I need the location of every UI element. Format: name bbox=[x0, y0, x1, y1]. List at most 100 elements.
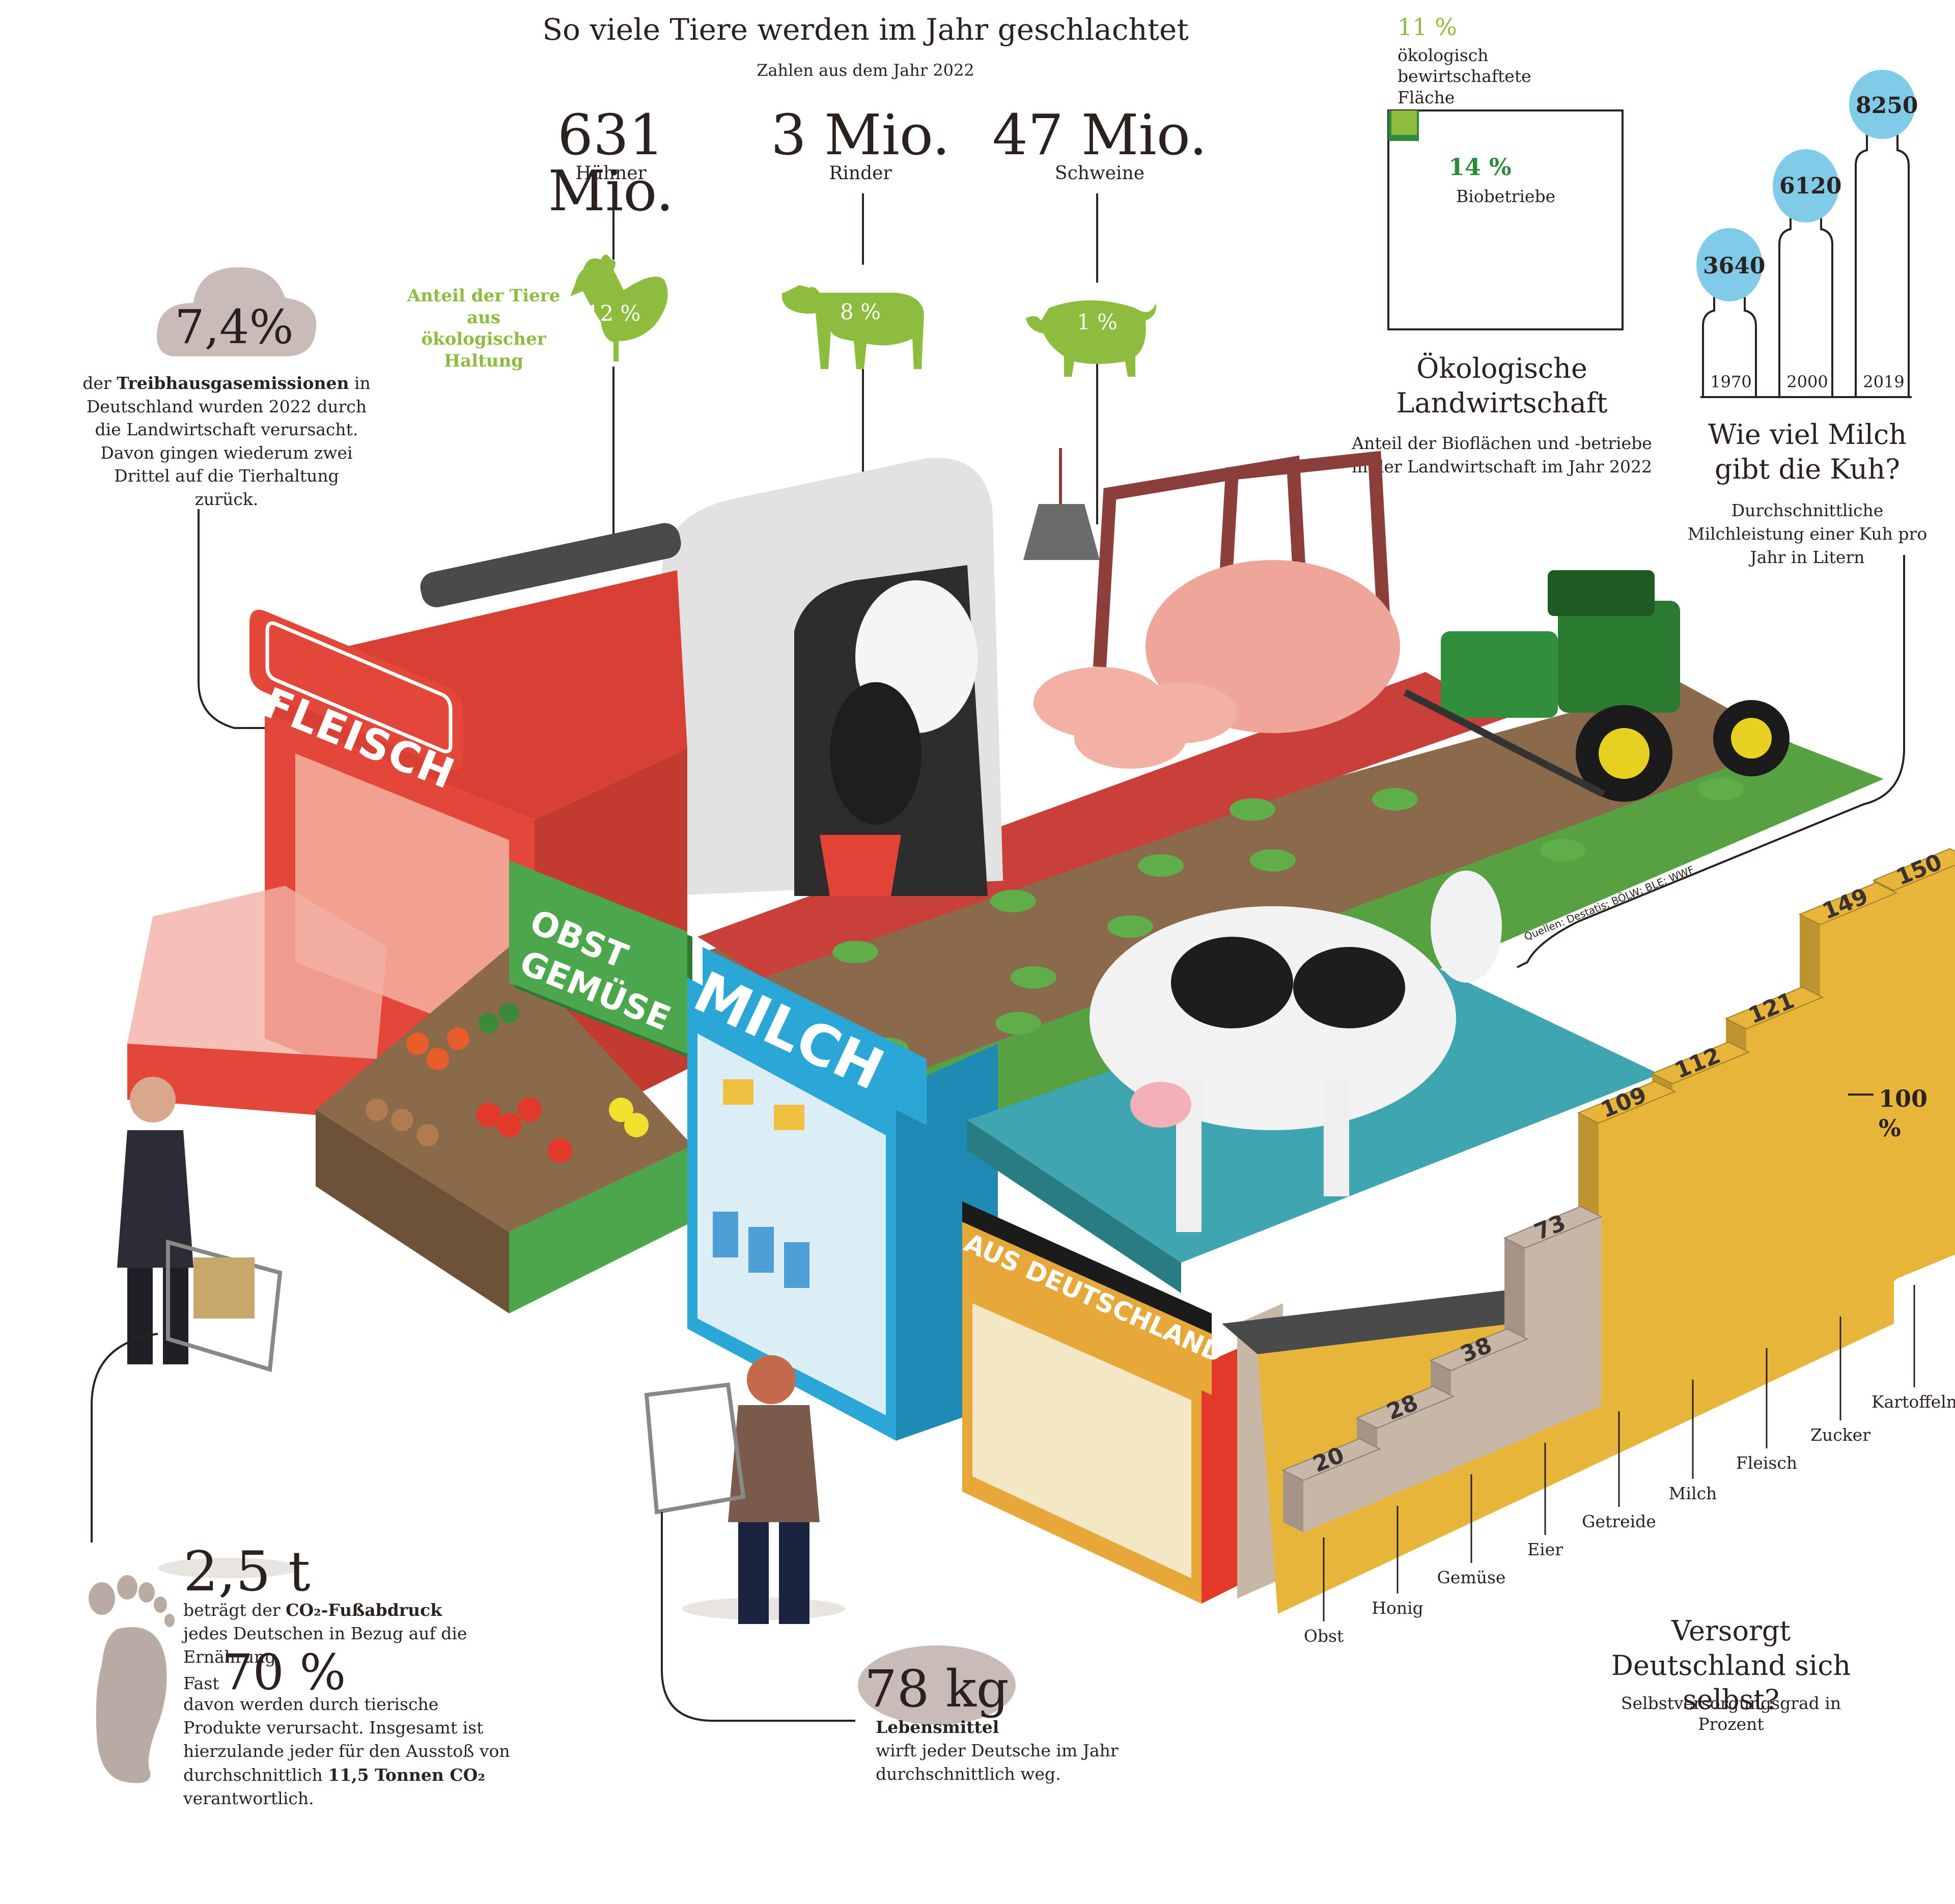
slaughter-title: So viele Tiere werden im Jahr geschlacht… bbox=[542, 12, 1189, 47]
pig-organic-pct: 1 % bbox=[1077, 310, 1118, 334]
man-shopper bbox=[117, 1077, 283, 1373]
bottle-2000 bbox=[1773, 149, 1839, 398]
slaughter-subtitle: Zahlen aus dem Jahr 2022 bbox=[757, 61, 974, 80]
organic-title: Ökologische Landwirtschaft bbox=[1396, 352, 1608, 419]
bar-top-honig bbox=[1355, 1386, 1455, 1429]
bar-honig bbox=[1377, 1396, 1454, 1501]
milk-year-2019: 2019 bbox=[1863, 372, 1905, 391]
cow-organic-pct: 8 % bbox=[840, 299, 881, 324]
milk-value-2019: 8250 bbox=[1856, 93, 1918, 119]
organic-area-pct: 11 % bbox=[1398, 13, 1457, 41]
bar-top-getreide bbox=[1577, 1081, 1677, 1124]
organic-animals-label: Anteil der Tiere aus ökologischer Haltun… bbox=[407, 286, 561, 371]
footprint-leader-line bbox=[91, 1333, 158, 1543]
greenhouse-leader-line bbox=[198, 509, 295, 729]
bar-obst bbox=[1303, 1449, 1380, 1532]
bar-top-milch bbox=[1651, 1041, 1750, 1084]
organic-farms-label: Biobetriebe bbox=[1456, 186, 1556, 206]
self-sufficiency-subtitle: Selbstversorgungsgrad in Prozent bbox=[1621, 1693, 1841, 1734]
tractor bbox=[1403, 570, 1790, 802]
category-label: Obst bbox=[1304, 1626, 1344, 1646]
milk-subtitle: Durchschnittliche Milchleistung einer Ku… bbox=[1687, 500, 1928, 568]
greenhouse-text-bold: Treibhausgasemissionen bbox=[117, 373, 349, 393]
pig-label: Schweine bbox=[1054, 163, 1145, 184]
footprint-text-1: beträgt der CO₂-Fußabdruck jedes Deutsch… bbox=[183, 1599, 489, 1669]
milk-value-2000: 6120 bbox=[1779, 173, 1842, 199]
bar-fleisch bbox=[1746, 997, 1823, 1343]
cloud-bubble bbox=[157, 267, 317, 356]
bar-top-eier bbox=[1503, 1206, 1603, 1249]
organic-farms-pct: 14 % bbox=[1448, 153, 1512, 181]
self-sufficiency-title: Versorgt Deutschland sich selbst? bbox=[1611, 1615, 1851, 1716]
produce-stand bbox=[316, 947, 692, 1313]
bar-top-gemüse bbox=[1429, 1328, 1529, 1371]
category-label: Milch bbox=[1669, 1483, 1717, 1503]
category-label: Kartoffeln bbox=[1872, 1392, 1955, 1412]
bar-top-obst bbox=[1281, 1438, 1381, 1481]
footprint-value: 2,5 t bbox=[183, 1540, 311, 1604]
waste-leader-line bbox=[661, 1512, 855, 1722]
chicken-icon: 12 % bbox=[570, 255, 668, 361]
bottle-2019 bbox=[1849, 70, 1915, 398]
footprint-pct: 70 % bbox=[221, 1644, 346, 1701]
milk-leader-line bbox=[1517, 555, 1905, 968]
milk-title: Wie viel Milch gibt die Kuh? bbox=[1708, 418, 1907, 485]
organic-area-label: ökologisch bewirtschaftete Fläche bbox=[1398, 45, 1531, 107]
chicken-label: Hühner bbox=[575, 163, 647, 184]
footprint-pct-row: Fast 70 % bbox=[183, 1642, 346, 1703]
milk-year-2000: 2000 bbox=[1786, 372, 1828, 391]
footprint-text-2: davon werden durch tierische Produkte ve… bbox=[183, 1693, 519, 1810]
footprint-fast: Fast bbox=[183, 1673, 219, 1693]
greenhouse-value: 7,4% bbox=[175, 300, 294, 354]
chart-platform bbox=[1258, 1278, 1894, 1614]
footprint-text-2-main: davon werden durch tierische Produkte ve… bbox=[183, 1694, 510, 1785]
bar-top-zucker bbox=[1798, 882, 1898, 926]
organic-area-square bbox=[1387, 109, 1624, 330]
greenhouse-text-pre: der bbox=[82, 373, 111, 393]
cow-icon: 8 % bbox=[781, 285, 924, 369]
chicken-count: 631 Mio. bbox=[548, 102, 674, 223]
bar-milch bbox=[1672, 1052, 1749, 1375]
waste-text: Lebensmittel wirft jeder Deutsche im Jah… bbox=[876, 1716, 1151, 1786]
cow-stand bbox=[967, 871, 1660, 1293]
pig-count: 47 Mio. bbox=[992, 102, 1207, 167]
produce-sign bbox=[509, 860, 692, 1059]
footprint-text-2-post: verantwortlich. bbox=[183, 1788, 314, 1808]
pig-pen bbox=[1034, 451, 1400, 769]
pig-icon: 1 % bbox=[1026, 300, 1156, 377]
cattle-count: 3 Mio. bbox=[770, 102, 951, 167]
bar-kartoffeln bbox=[1894, 865, 1955, 1280]
calf-hutch bbox=[662, 458, 1003, 896]
bar-getreide bbox=[1599, 1091, 1675, 1406]
reference-100-label: 100 % bbox=[1879, 1085, 1928, 1142]
milk-bottles bbox=[1696, 70, 1915, 398]
footprint-text-1-post: jedes Deutschen in Bezug auf die Ernähru… bbox=[183, 1623, 467, 1667]
bar-side-obst bbox=[1283, 1470, 1303, 1532]
bar-top-fleisch bbox=[1724, 986, 1824, 1029]
footprint-icon bbox=[89, 1575, 175, 1783]
footprint-text-2-bold: 11,5 Tonnen CO₂ bbox=[328, 1765, 485, 1785]
waste-text-bold: Lebensmittel bbox=[876, 1717, 999, 1737]
category-label: Fleisch bbox=[1736, 1453, 1797, 1473]
waste-text-body: wirft jeder Deutsche im Jahr durchschnit… bbox=[876, 1741, 1119, 1784]
milk-year-1970: 1970 bbox=[1710, 372, 1752, 391]
cattle-label: Rinder bbox=[829, 163, 892, 184]
bar-top-kartoffeln bbox=[1872, 848, 1955, 891]
category-label: Getreide bbox=[1582, 1511, 1656, 1531]
bar-eier bbox=[1525, 1216, 1601, 1438]
woman-shopper bbox=[644, 1355, 820, 1624]
greenhouse-text-post: in Deutschland wurden 2022 durch die Lan… bbox=[86, 373, 371, 509]
category-label: Zucker bbox=[1810, 1425, 1870, 1445]
milk-shelf bbox=[687, 947, 998, 1441]
waste-bubble bbox=[858, 1645, 1016, 1725]
organic-subtitle: Anteil der Bioflächen und -betriebe in d… bbox=[1351, 433, 1653, 477]
bottle-1970 bbox=[1696, 228, 1763, 398]
greenhouse-text: der Treibhausgasemissionen in Deutschlan… bbox=[81, 372, 372, 511]
footprint-text-1-bold: CO₂-Fußabdruck bbox=[286, 1600, 442, 1620]
category-label: Gemüse bbox=[1437, 1567, 1506, 1587]
footprint-text-1-pre: beträgt der bbox=[183, 1600, 281, 1620]
milk-value-1970: 3640 bbox=[1703, 253, 1766, 279]
